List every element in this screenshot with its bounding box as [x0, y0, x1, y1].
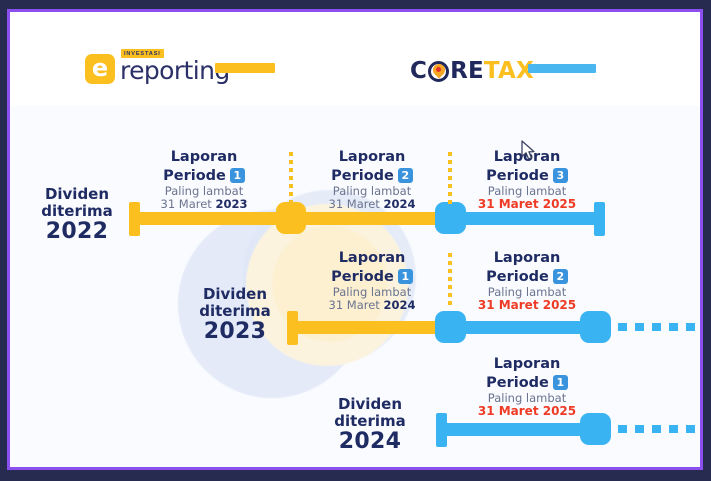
milestone-2022-p2: Laporan Periode 2 Paling lambat 31 Maret… — [304, 149, 440, 211]
period-badge: 3 — [552, 168, 568, 184]
period-badge: 1 — [552, 375, 568, 391]
deadline-prefix: Paling lambat — [164, 184, 244, 199]
row3-bar-1 — [441, 423, 585, 436]
periode-word: Periode — [486, 374, 549, 391]
coretax-tax: TAX — [483, 58, 534, 84]
milestone-label-laporan: Laporan — [170, 149, 238, 165]
coretax-logo: C RE TAX — [410, 58, 534, 84]
slide-canvas: e INVESTASI reporting C RE TAX — [10, 12, 700, 467]
milestone-2022-p1: Laporan Periode 1 Paling lambat 31 Maret… — [136, 149, 272, 211]
period-badge: 1 — [397, 269, 413, 285]
deadline-day: 31 Maret — [328, 197, 384, 212]
milestone-label-periode: Periode 2 — [486, 269, 568, 286]
header-band: e INVESTASI reporting C RE TAX — [10, 12, 700, 106]
milestone-label-laporan: Laporan — [493, 250, 561, 266]
milestone-label-periode: Periode 1 — [486, 375, 568, 392]
row1-connector-2 — [448, 152, 452, 204]
milestone-2022-p3: Laporan Periode 3 Paling lambat 31 Maret… — [459, 149, 595, 212]
row2-continuation — [618, 323, 696, 331]
periode-word: Periode — [331, 268, 394, 285]
periode-word: Periode — [331, 167, 394, 184]
row2-node-1 — [435, 311, 466, 343]
row2-connector-1 — [448, 253, 452, 305]
milestone-label-laporan: Laporan — [338, 250, 406, 266]
period-badge: 2 — [552, 269, 568, 285]
deadline-year: 2023 — [215, 197, 248, 212]
year-value: 2024 — [338, 428, 402, 454]
ereporting-e-icon: e — [85, 54, 115, 84]
deadline-date-urgent: 31 Maret 2025 — [477, 298, 577, 313]
coretax-dot — [436, 67, 442, 72]
year-label-2024: Dividen diterima 2024 — [317, 396, 423, 454]
dividend-word-2: diterima — [334, 411, 406, 430]
row1-bar-1 — [134, 212, 286, 225]
deadline-date-urgent: 31 Maret 2025 — [477, 404, 577, 419]
ereporting-name: reporting — [120, 56, 230, 85]
dividend-word-1: Dividen — [202, 285, 268, 303]
row3-node-1 — [580, 413, 611, 445]
coretax-c: C — [410, 58, 428, 84]
periode-word: Periode — [486, 167, 549, 184]
milestone-2023-p2: Laporan Periode 2 Paling lambat 31 Maret… — [459, 250, 595, 313]
deadline-prefix: Paling lambat — [332, 184, 412, 199]
deadline-day: 31 Maret — [328, 298, 384, 313]
milestone-label-periode: Periode 3 — [486, 168, 568, 185]
periode-word: Periode — [486, 268, 549, 285]
dividend-word-2: diterima — [41, 201, 113, 220]
milestone-label-periode: Periode 1 — [331, 269, 413, 286]
coretax-o-icon — [428, 60, 450, 82]
deadline-prefix: Paling lambat — [487, 285, 567, 300]
row2-bar-2 — [461, 321, 585, 334]
period-badge: 2 — [397, 168, 413, 184]
row1-node-2 — [435, 202, 466, 234]
row1-connector-1 — [289, 152, 293, 204]
coretax-re: RE — [450, 58, 484, 84]
deadline-prefix: Paling lambat — [487, 184, 567, 199]
ereporting-logo: e INVESTASI reporting — [85, 49, 230, 85]
row3-continuation — [618, 425, 696, 433]
deadline-year: 2024 — [383, 197, 416, 212]
deadline-day: 31 Maret — [160, 197, 216, 212]
deadline-date-urgent: 31 Maret 2025 — [477, 197, 577, 212]
milestone-label-laporan: Laporan — [493, 356, 561, 372]
year-label-2022: Dividen diterima 2022 — [24, 186, 130, 244]
deadline-date: 31 Maret 2024 — [304, 299, 440, 312]
year-value: 2022 — [45, 218, 109, 244]
milestone-label-periode: Periode 1 — [163, 168, 245, 185]
row2-bar-1 — [292, 321, 446, 334]
milestone-label-periode: Periode 2 — [331, 168, 413, 185]
deadline-prefix: Paling lambat — [487, 391, 567, 406]
header-bar-yellow — [215, 63, 275, 73]
year-label-2023: Dividen diterima 2023 — [182, 286, 288, 344]
deadline-prefix: Paling lambat — [332, 285, 412, 300]
dividend-word-1: Dividen — [337, 395, 403, 413]
dividend-word-1: Dividen — [44, 185, 110, 203]
year-value: 2023 — [203, 318, 267, 344]
milestone-2024-p1: Laporan Periode 1 Paling lambat 31 Maret… — [459, 356, 595, 419]
investasi-tag: INVESTASI — [121, 49, 164, 58]
deadline-date: 31 Maret 2023 — [136, 198, 272, 211]
header-bar-blue — [528, 64, 596, 73]
periode-word: Periode — [163, 167, 226, 184]
dividend-word-2: diterima — [199, 301, 271, 320]
deadline-date: 31 Maret 2024 — [304, 198, 440, 211]
ereporting-wordmark: INVESTASI reporting — [120, 49, 230, 85]
milestone-2023-p1: Laporan Periode 1 Paling lambat 31 Maret… — [304, 250, 440, 312]
period-badge: 1 — [229, 168, 245, 184]
deadline-year: 2024 — [383, 298, 416, 313]
row2-node-2 — [580, 311, 611, 343]
slide-frame: e INVESTASI reporting C RE TAX — [7, 9, 703, 470]
milestone-label-laporan: Laporan — [493, 149, 561, 165]
row1-end-cap — [594, 202, 605, 236]
coretax-ring — [428, 60, 450, 82]
row1-bar-3 — [461, 212, 601, 225]
milestone-label-laporan: Laporan — [338, 149, 406, 165]
mouse-cursor — [521, 140, 535, 160]
row1-bar-2 — [301, 212, 446, 225]
